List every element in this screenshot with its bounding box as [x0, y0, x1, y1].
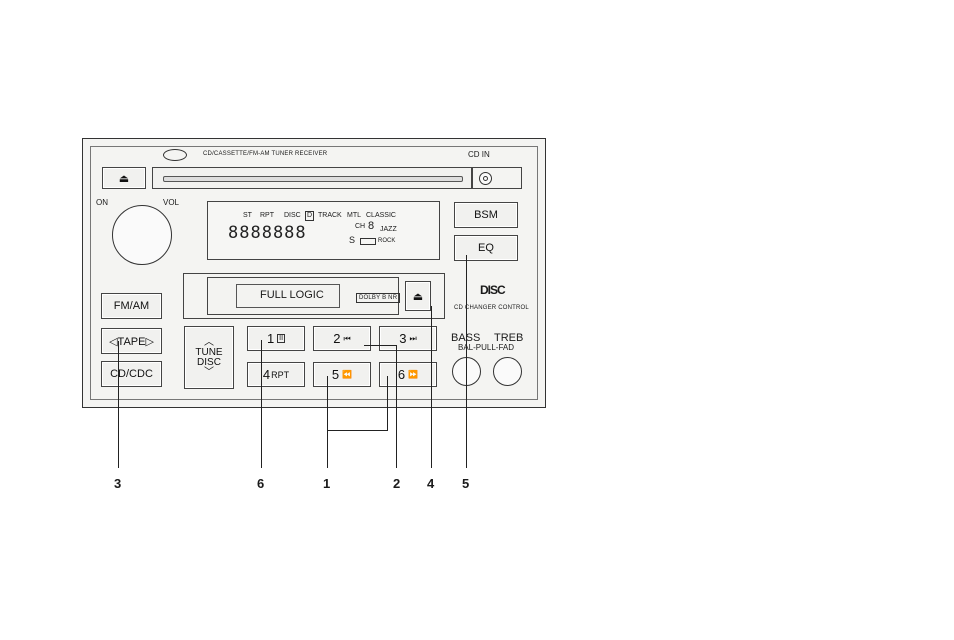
disc-label: DISC: [197, 358, 221, 368]
tape-button[interactable]: ◁TAPE▷: [101, 328, 162, 354]
preset-3-label: 3: [399, 331, 406, 346]
eject-icon: ⏏: [119, 172, 129, 185]
cd-in-label: CD IN: [468, 150, 490, 159]
indicator-disc: DISC: [284, 212, 301, 219]
indicator-rpt: RPT: [260, 212, 274, 219]
eject-icon: ⏏: [413, 290, 423, 303]
leader-line-5: [466, 255, 467, 468]
leader-line-2: [396, 345, 397, 468]
eq-button[interactable]: EQ: [454, 235, 518, 261]
dolby-label: DOLBY B NR: [356, 293, 400, 303]
brand-logo-icon: [163, 149, 187, 161]
leader-line-2-horizontal: [364, 345, 397, 346]
next-track-icon: ⏭: [410, 334, 417, 344]
preset-2-label: 2: [333, 331, 340, 346]
callout-6: 6: [257, 476, 264, 491]
indicator-classic: CLASSIC: [366, 212, 396, 219]
indicator-mtl: MTL: [347, 212, 361, 219]
indicator-st: ST: [243, 212, 252, 219]
lcd-s-mark: S: [349, 235, 355, 245]
lcd-segments: 8888888: [228, 223, 307, 243]
leader-line-1-bracket: [327, 430, 388, 431]
tape-eject-button[interactable]: ⏏: [405, 281, 431, 311]
fast-forward-icon: ⏩: [408, 370, 418, 379]
leader-line-1: [327, 376, 328, 468]
fm-am-button[interactable]: FM/AM: [101, 293, 162, 319]
full-logic-label: FULL LOGIC: [260, 289, 324, 301]
cd-eject-button[interactable]: ⏏: [102, 167, 146, 189]
lcd-ch: CH: [355, 223, 365, 230]
tape-direction-icon: [360, 238, 376, 245]
on-label: ON: [96, 198, 108, 207]
lcd-ch-digit: 8: [368, 220, 374, 232]
tune-label: TUNE: [195, 348, 222, 358]
up-arrow-icon: ︿: [204, 338, 214, 348]
leader-line-4: [431, 306, 432, 468]
cd-slot[interactable]: [152, 167, 472, 189]
volume-knob[interactable]: [112, 205, 172, 265]
preset-2-button[interactable]: 2 ⏮: [313, 326, 371, 351]
preset-4-sub-label: RPT: [271, 370, 289, 380]
tune-disc-rocker[interactable]: ︿ TUNE DISC ﹀: [184, 326, 234, 389]
cd-changer-logo: DISC: [480, 283, 505, 297]
cd-slot-opening: [163, 176, 463, 182]
rewind-icon: ⏪: [342, 370, 352, 379]
preset-4-button[interactable]: 4 RPT: [247, 362, 305, 387]
preset-1-button[interactable]: 1 II: [247, 326, 305, 351]
callout-2: 2: [393, 476, 400, 491]
preset-5-button[interactable]: 5 ⏪: [313, 362, 371, 387]
callout-1: 1: [323, 476, 330, 491]
leader-line-3: [118, 341, 119, 468]
callout-3: 3: [114, 476, 121, 491]
preset-3-button[interactable]: 3 ⏭: [379, 326, 437, 351]
preset-4-label: 4: [263, 367, 270, 382]
vol-label: VOL: [163, 198, 179, 207]
model-text: CD/CASSETTE/FM-AM TUNER RECEIVER: [203, 151, 327, 157]
cd-cdc-button[interactable]: CD/CDC: [101, 361, 162, 387]
preset-6-label: 6: [398, 367, 405, 382]
bsm-button[interactable]: BSM: [454, 202, 518, 228]
leader-line-6: [261, 340, 262, 468]
callout-5: 5: [462, 476, 469, 491]
prev-track-icon: ⏮: [344, 334, 351, 344]
pause-icon: II: [277, 334, 285, 343]
down-arrow-icon: ﹀: [204, 368, 214, 378]
leader-line-1-up: [387, 376, 388, 431]
cd-in-indicator-inner-icon: [483, 176, 488, 181]
indicator-track: TRACK: [318, 212, 342, 219]
treb-knob[interactable]: [493, 357, 522, 386]
preset-5-label: 5: [332, 367, 339, 382]
indicator-disc-box: D: [305, 211, 314, 221]
lcd-jazz: JAZZ: [380, 226, 397, 233]
callout-4: 4: [427, 476, 434, 491]
lcd-rock: ROCK: [378, 238, 395, 244]
preset-1-label: 1: [267, 331, 274, 346]
